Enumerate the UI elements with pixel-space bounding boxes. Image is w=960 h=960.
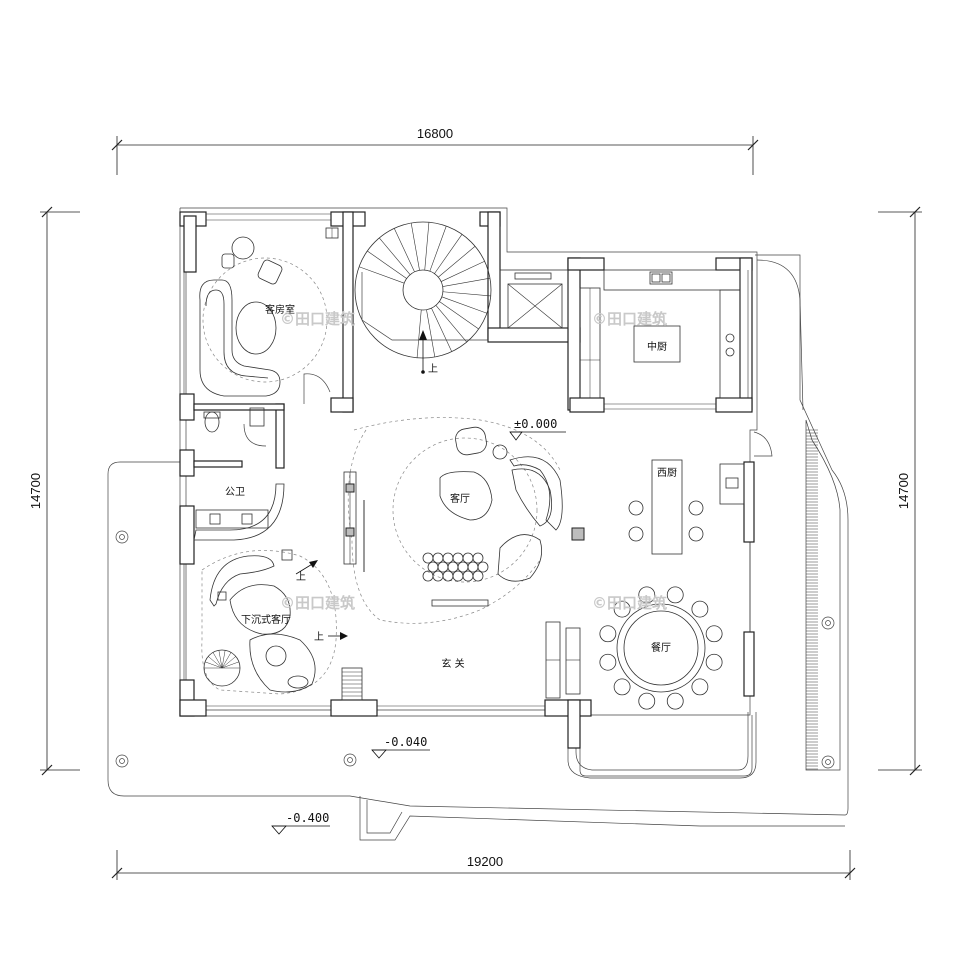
dining-chair [638, 692, 656, 710]
dining-chair [613, 678, 631, 696]
dimension-bottom: 19200 [111, 850, 856, 880]
watermark-3: ©田口建筑 [280, 594, 355, 612]
dimension-left-label: 14700 [28, 473, 43, 509]
terrace-outline [107, 254, 849, 841]
living-room-label: 客厅 [450, 492, 470, 505]
stair-up-label: 上 [428, 363, 438, 375]
dining-chair [705, 625, 723, 643]
dimension-left: 14700 [28, 206, 80, 776]
dimension-bottom-label: 19200 [467, 854, 503, 869]
east-ramp [805, 419, 841, 771]
dining-chair [613, 600, 631, 618]
building-walls [179, 207, 758, 779]
chinese-kitchen-label: 中厨 [647, 340, 667, 353]
level-outdoor-label: -0.400 [286, 811, 329, 825]
dining-chair [666, 692, 684, 710]
entry-steps [341, 667, 363, 701]
foyer-label: 玄 关 [441, 657, 464, 670]
level-outdoor: -0.400 [271, 811, 330, 835]
level-entry-label: -0.040 [384, 735, 427, 749]
living-room: 客厅 [343, 417, 585, 624]
dining-chair [638, 586, 656, 604]
chinese-kitchen: 中厨 [579, 269, 741, 399]
level-main: ±0.000 [509, 417, 566, 441]
terrace-columns [115, 530, 835, 769]
dimension-right: 14700 [878, 206, 922, 776]
watermark-1: ©田口建筑 [280, 310, 355, 328]
guest-room: 客房室 [199, 227, 339, 404]
western-kitchen: 西厨 [628, 431, 773, 555]
foyer: 玄 关 [441, 657, 464, 670]
western-kitchen-label: 西厨 [657, 467, 677, 479]
sunken-living-label: 下沉式客厅 [241, 613, 291, 626]
dining-chair [599, 625, 617, 643]
dining-chair [599, 653, 617, 671]
dining-chair [666, 586, 684, 604]
public-bath-label: 公卫 [225, 487, 245, 498]
sunken-stair-up-a: 上 [296, 571, 306, 583]
dining-room: 餐厅 [545, 586, 723, 710]
watermark-4: ©田口建筑 [592, 594, 667, 612]
sunken-stair-up-b: 上 [314, 631, 324, 643]
watermark-2: ©田口建筑 [592, 310, 667, 328]
guest-room-label: 客房室 [265, 303, 295, 316]
level-main-label: ±0.000 [514, 417, 557, 431]
public-bathroom: 公卫 [193, 407, 285, 541]
dining-chair [691, 600, 709, 618]
sunken-living-room: 上 上 下沉式客厅 [201, 549, 348, 695]
dimension-top: 16800 [111, 126, 759, 175]
dining-chair [705, 653, 723, 671]
dimension-top-label: 16800 [417, 126, 453, 141]
windows [183, 213, 751, 707]
level-entry: -0.040 [371, 735, 430, 759]
dimension-right-label: 14700 [896, 473, 911, 509]
dining-chair [691, 678, 709, 696]
spiral-stair: 上 [354, 221, 492, 375]
watermarks: ©田口建筑 ©田口建筑 ©田口建筑 ©田口建筑 [280, 310, 667, 612]
dining-label: 餐厅 [651, 641, 671, 654]
elevator [499, 269, 569, 329]
